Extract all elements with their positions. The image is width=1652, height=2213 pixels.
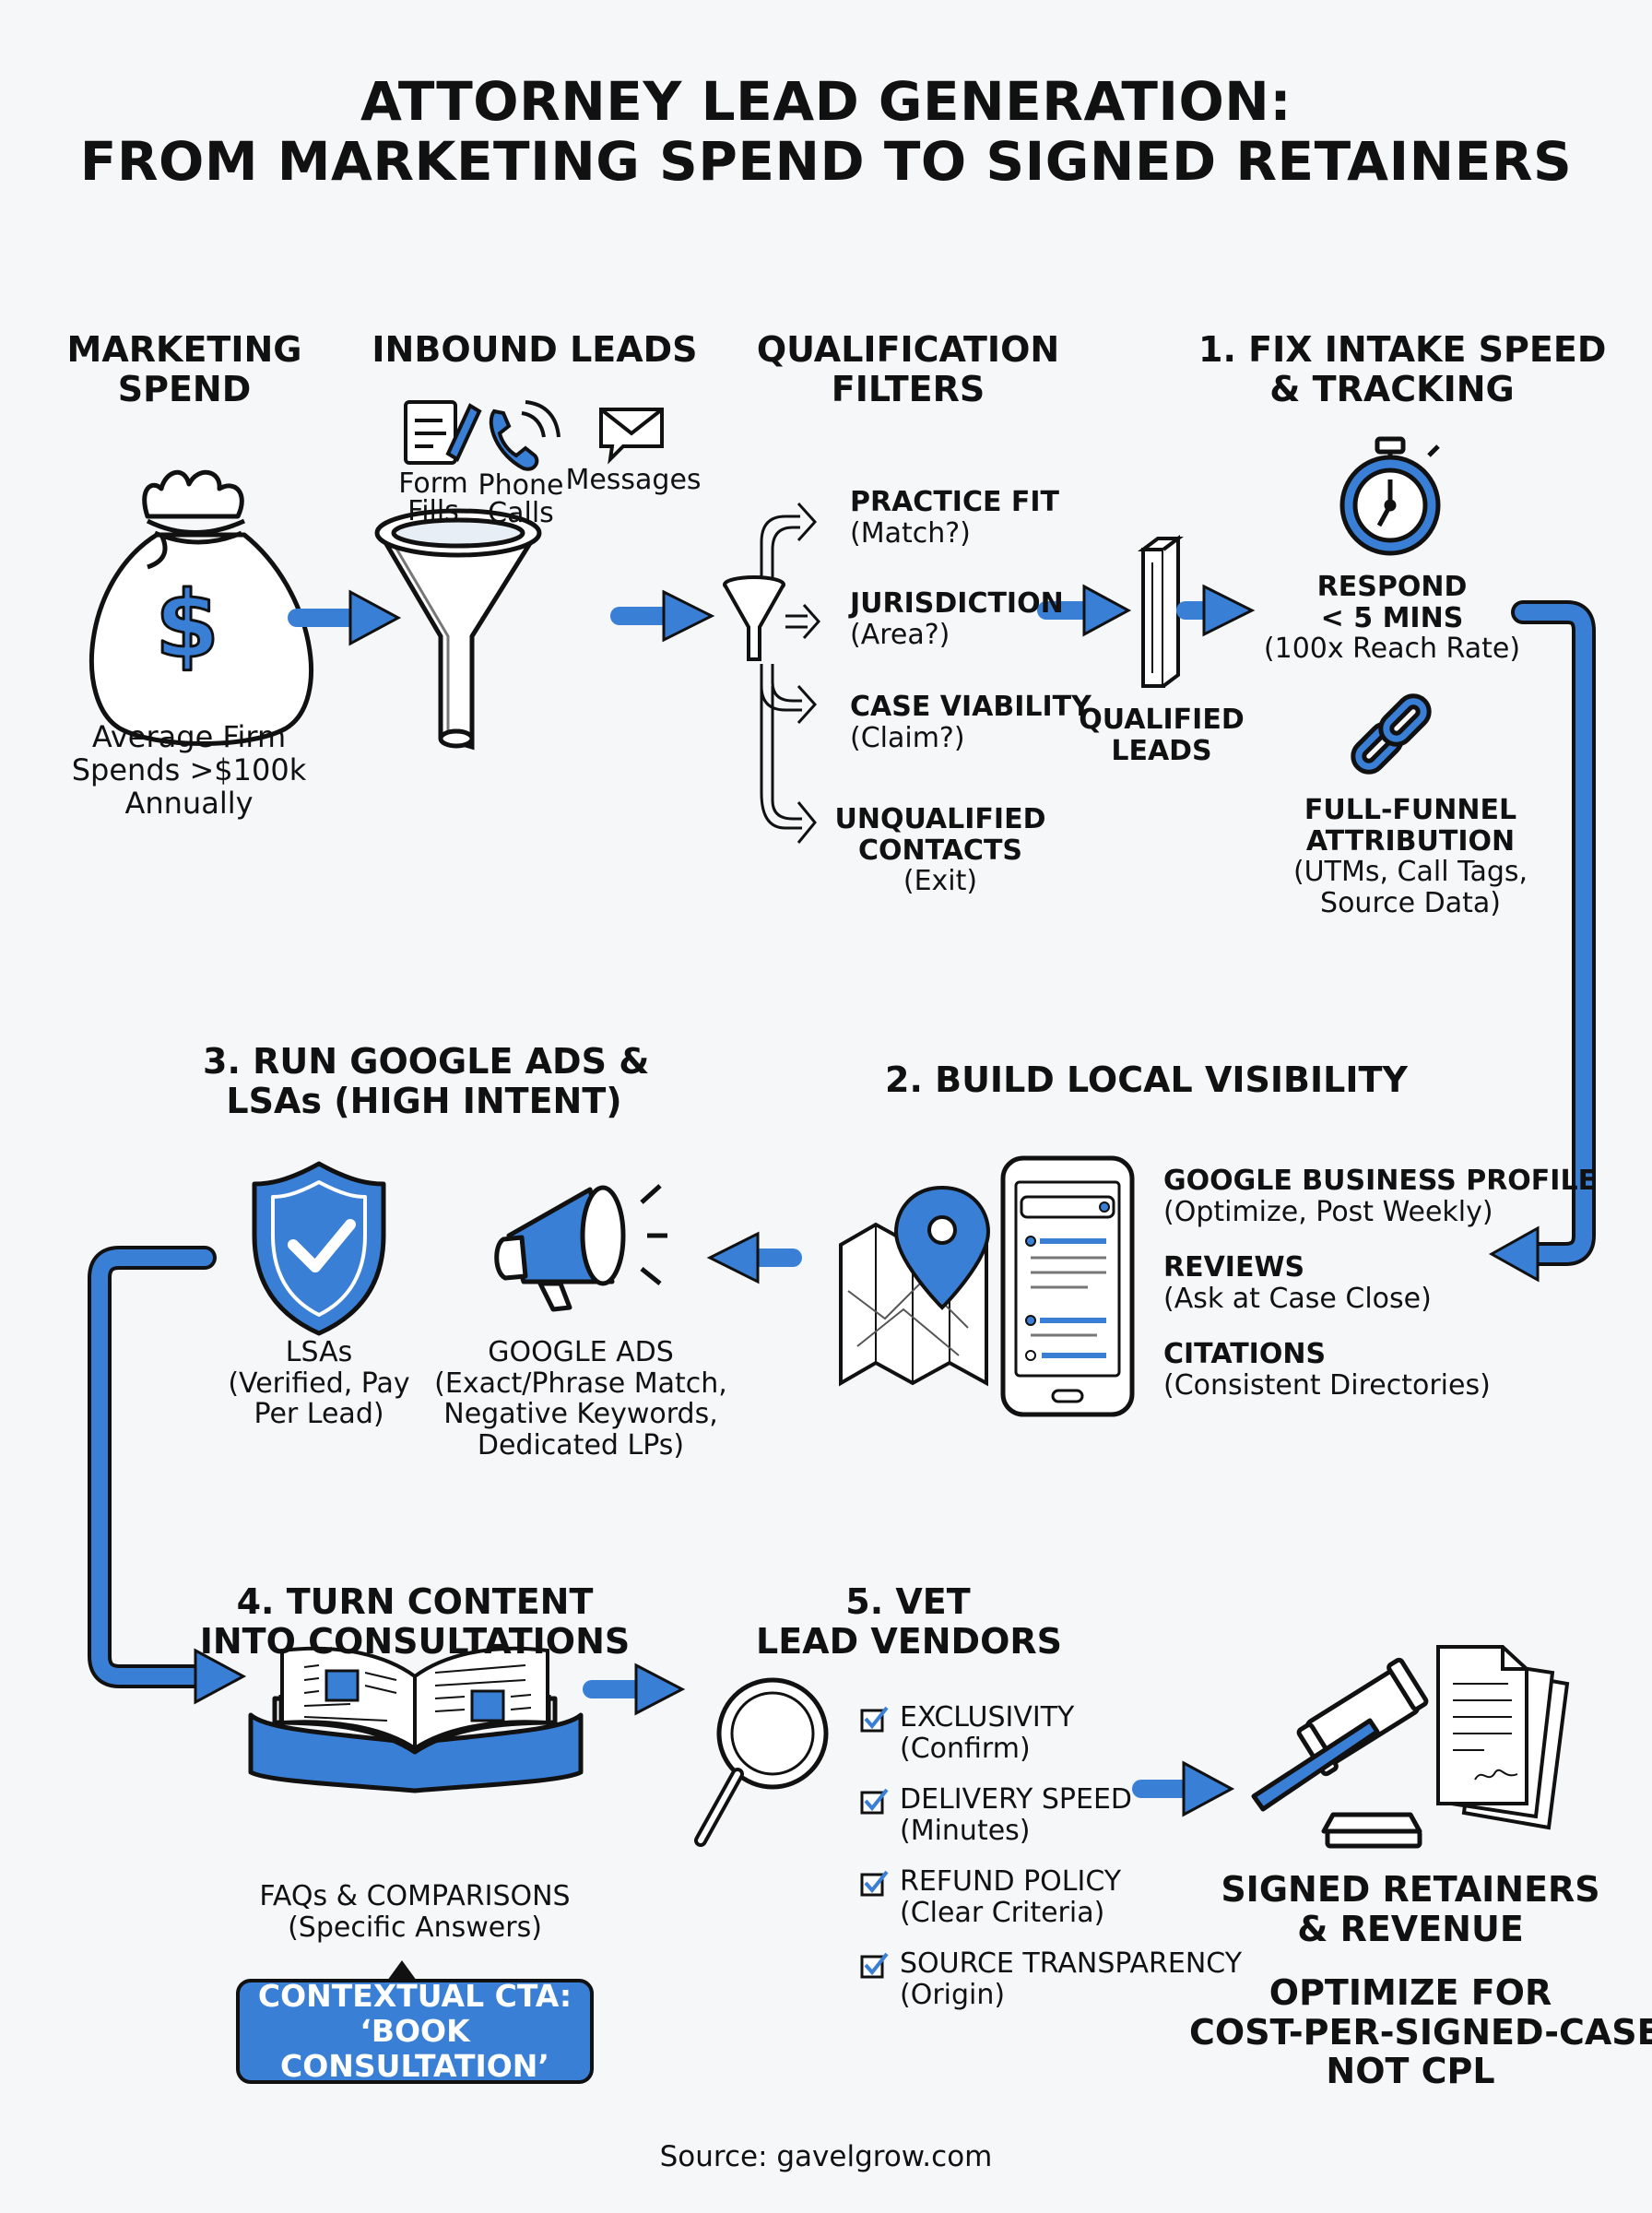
form-fill-icon xyxy=(404,400,482,465)
faq-text: FAQs & COMPARISONS (Specific Answers) xyxy=(259,1880,571,1944)
lsa-text: LSAs (Verified, Pay Per Lead) xyxy=(228,1336,410,1431)
local-item-gbp: GOOGLE BUSINESS PROFILE (Optimize, Post … xyxy=(1163,1165,1598,1228)
magnifying-glass-icon xyxy=(694,1677,829,1847)
flow-arrow-to-qualified xyxy=(1037,584,1132,637)
attribution-text: FULL-FUNNEL ATTRIBUTION (UTMs, Call Tags… xyxy=(1292,794,1528,919)
vendor-check-exclusivity: EXCLUSIVITY (Confirm) xyxy=(900,1701,1075,1765)
local-item-citations: CITATIONS (Consistent Directories) xyxy=(1163,1338,1491,1402)
checkbox-icons xyxy=(860,1706,889,1979)
qualified-gate-icon xyxy=(1138,535,1184,688)
marketing-spend-description: Average Firm Spends >$100k Annually xyxy=(71,719,307,821)
filter-jurisdiction: JURISDICTION (Area?) xyxy=(850,587,1064,651)
messages-label: Messages xyxy=(565,464,702,496)
outcome-heading: SIGNED RETAINERS & REVENUE xyxy=(1221,1869,1600,1949)
flow-arrow-step4-to-step5 xyxy=(583,1663,686,1716)
page-title: ATTORNEY LEAD GENERATION: FROM MARKETING… xyxy=(0,72,1652,192)
respond-fast-text: RESPOND < 5 MINS (100x Reach Rate) xyxy=(1263,571,1521,666)
step3-heading: 3. RUN GOOGLE ADS & LSAs (HIGH INTENT) xyxy=(203,1041,650,1121)
book-pages xyxy=(280,1646,549,1752)
qualification-heading: QUALIFICATION FILTERS xyxy=(756,329,1060,409)
money-bag-icon: $ xyxy=(88,469,313,746)
cta-pointer xyxy=(387,1960,417,1981)
flow-arrow-step5-to-outcome xyxy=(1132,1760,1235,1817)
filter-branch-arrows xyxy=(760,502,821,844)
location-pin-icon xyxy=(893,1185,991,1310)
vendor-check-delivery-speed: DELIVERY SPEED (Minutes) xyxy=(900,1783,1133,1847)
optimize-note: OPTIMIZE FOR COST-PER-SIGNED-CASE, NOT C… xyxy=(1189,1972,1652,2092)
flow-arrow-step2-to-step3 xyxy=(706,1231,802,1284)
phone-call-icon xyxy=(489,400,560,471)
form-fills-label: Form Fills xyxy=(398,467,468,527)
lead-funnel-icon xyxy=(374,508,542,751)
message-icon xyxy=(599,408,664,465)
title-line-2: FROM MARKETING SPEND TO SIGNED RETAINERS xyxy=(79,129,1573,193)
step4-heading: 4. TURN CONTENT INTO CONSULTATIONS xyxy=(199,1581,631,1662)
stopwatch-icon xyxy=(1339,436,1441,556)
shield-check-icon xyxy=(252,1161,386,1336)
svg-text:$: $ xyxy=(155,571,219,679)
signed-documents-icon xyxy=(1436,1645,1570,1830)
filter-practice-fit: PRACTICE FIT (Match?) xyxy=(850,486,1060,550)
step1-heading: 1. FIX INTAKE SPEED & TRACKING xyxy=(1198,329,1607,409)
flow-arrow-to-step1 xyxy=(1176,584,1256,637)
connector-step1-to-step2 xyxy=(1488,600,1596,1283)
qualified-leads-label: QUALIFIED LEADS xyxy=(1079,704,1245,767)
filter-funnel-icon xyxy=(723,575,785,661)
marketing-spend-heading: MARKETING SPEND xyxy=(66,329,302,409)
book-consultation-cta[interactable]: CONTEXTUAL CTA: ‘BOOK CONSULTATION’ xyxy=(236,1979,594,2084)
vendor-check-source-transparency: SOURCE TRANSPARENCY (Origin) xyxy=(900,1947,1243,2011)
unqualified-contacts-exit: UNQUALIFIED CONTACTS (Exit) xyxy=(834,803,1046,898)
flow-arrow-leads-to-filters xyxy=(610,589,715,643)
smartphone-icon xyxy=(1000,1155,1135,1417)
title-line-1: ATTORNEY LEAD GENERATION: xyxy=(360,70,1292,133)
step5-heading: 5. VET LEAD VENDORS xyxy=(756,1581,1062,1662)
filter-case-viability: CASE VIABILITY (Claim?) xyxy=(850,691,1092,754)
google-ads-text: GOOGLE ADS (Exact/Phrase Match, Negative… xyxy=(434,1336,727,1462)
step2-heading: 2. BUILD LOCAL VISIBILITY xyxy=(885,1059,1408,1100)
local-item-reviews: REVIEWS (Ask at Case Close) xyxy=(1163,1251,1432,1315)
chain-link-icon xyxy=(1351,693,1432,775)
vendor-check-refund-policy: REFUND POLICY (Clear Criteria) xyxy=(900,1865,1122,1929)
phone-calls-label: Phone Calls xyxy=(478,469,564,529)
connector-step3-to-step4 xyxy=(88,1246,247,1705)
flow-arrow-spend-to-leads xyxy=(288,589,402,646)
source-credit: Source: gavelgrow.com xyxy=(659,2140,993,2173)
gavel-icon xyxy=(1251,1657,1429,1849)
inbound-leads-heading: INBOUND LEADS xyxy=(372,329,698,370)
megaphone-icon xyxy=(494,1184,667,1312)
